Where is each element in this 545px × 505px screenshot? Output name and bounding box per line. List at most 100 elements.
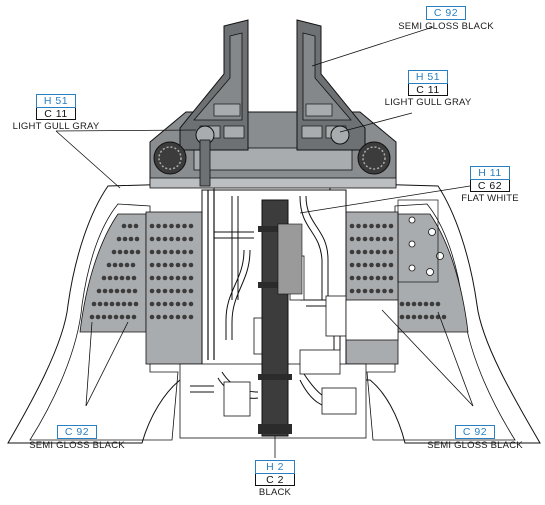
switch-dot (149, 288, 155, 294)
switch-dot (441, 314, 447, 320)
switch-dot (162, 262, 168, 268)
color-code-h: H 11 (470, 166, 510, 180)
switch-dot (169, 288, 174, 294)
switch-dot (188, 301, 194, 307)
switch-dot (102, 288, 108, 294)
switch-dot (375, 275, 381, 281)
switch-dot (349, 249, 355, 255)
switch-dot (388, 288, 394, 294)
callout-bottom-center: H 2 C 2 BLACK (240, 460, 310, 498)
switch-dot (356, 275, 361, 281)
switch-dot (101, 314, 107, 320)
switch-dot (399, 314, 405, 320)
switch-dot (127, 301, 133, 307)
switch-dot (175, 301, 181, 307)
color-code-c: C 92 (455, 425, 495, 439)
color-name: SEMI GLOSS BLACK (427, 439, 523, 451)
switch-dot (113, 275, 119, 281)
switch-dot (369, 288, 374, 294)
color-code-h: H 51 (36, 94, 76, 108)
switch-dot (130, 262, 136, 268)
switch-dot (91, 301, 97, 307)
right-knob (330, 125, 350, 145)
switch-dot (405, 314, 411, 320)
color-name: SEMI GLOSS BLACK (398, 20, 494, 32)
switch-dot (106, 262, 112, 268)
switch-dot (162, 275, 168, 281)
switch-dot (101, 275, 107, 281)
switch-dot (116, 236, 122, 242)
switch-dot (111, 249, 117, 255)
switch-dot (169, 249, 174, 255)
switch-dot (356, 249, 361, 255)
switch-dot (382, 275, 387, 281)
switch-dot (156, 314, 161, 320)
switch-dot (182, 275, 187, 281)
color-code-c: C 11 (36, 107, 76, 120)
switch-dot (423, 314, 429, 320)
switch-dot (175, 288, 181, 294)
switch-dot (429, 301, 435, 307)
switch-dot (175, 314, 181, 320)
switch-dot (162, 223, 168, 229)
switch-dot (131, 314, 137, 320)
switch-dot (109, 301, 115, 307)
switch-dot (112, 262, 118, 268)
leader-lines (55, 26, 474, 458)
switch-dot (349, 223, 355, 229)
switch-dot (124, 262, 130, 268)
switch-dot (134, 236, 140, 242)
switch-dot (156, 223, 161, 229)
switch-dot (162, 236, 168, 242)
switch-dot (169, 275, 174, 281)
switch-dot (362, 288, 368, 294)
glare-shield-top (193, 147, 353, 171)
switch-dot (121, 301, 127, 307)
switch-dot (182, 236, 187, 242)
color-code-c: C 62 (470, 179, 510, 192)
right-frame-window (302, 32, 352, 121)
switch-dot (388, 262, 394, 268)
switch-dot (119, 314, 125, 320)
switch-dot (133, 301, 139, 307)
switch-dot (118, 262, 124, 268)
switch-dot (362, 275, 368, 281)
switch-dot (182, 262, 187, 268)
switch-dot (149, 314, 155, 320)
switch-dot (356, 223, 361, 229)
switch-dot (175, 262, 181, 268)
switch-dot (149, 236, 155, 242)
switch-dot (182, 223, 187, 229)
switch-dot (435, 301, 441, 307)
switch-dot (169, 223, 174, 229)
callout-upper-right: H 51 C 11 LIGHT GULL GRAY (376, 70, 480, 108)
hydraulic-piping (190, 190, 343, 409)
switch-dot (129, 249, 135, 255)
switch-dot (162, 314, 168, 320)
switch-dot (156, 236, 161, 242)
switch-rows (89, 223, 447, 320)
switch-dot (188, 288, 194, 294)
switch-dot (169, 262, 174, 268)
color-code-h: H 51 (408, 70, 448, 84)
left-grip (199, 139, 211, 187)
switch-dot (169, 314, 174, 320)
switch-dot (156, 249, 161, 255)
switch-dot (95, 314, 101, 320)
switch-dot (169, 301, 174, 307)
switch-dot (156, 288, 161, 294)
switch-dot (375, 236, 381, 242)
color-code-c: C 2 (255, 473, 295, 486)
switch-dot (411, 314, 417, 320)
switch-dot (182, 314, 187, 320)
right-speaker-grille (362, 146, 386, 170)
color-name: FLAT WHITE (461, 193, 519, 204)
switch-dot (135, 249, 141, 255)
switch-dot (188, 275, 194, 281)
switch-dot (149, 301, 155, 307)
switch-dot (423, 301, 429, 307)
switch-dot (149, 223, 155, 229)
switch-dot (349, 236, 355, 242)
switch-dot (120, 288, 126, 294)
